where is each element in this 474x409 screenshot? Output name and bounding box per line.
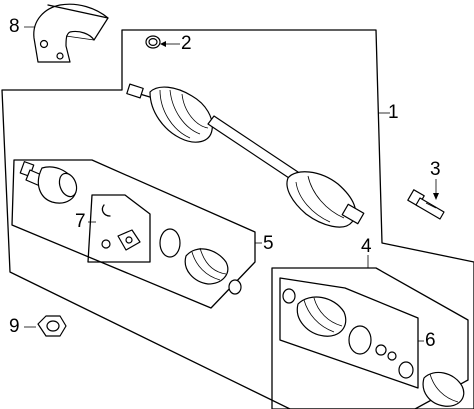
outer-joint-kit-icon [282,288,465,407]
callout-5: 5 [263,233,274,254]
callout-2: 2 [181,33,192,54]
leader-lines [24,26,439,342]
kit-box-7 [87,194,151,263]
callout-8: 8 [9,16,20,37]
kit-box-5 [11,159,256,309]
callout-3: 3 [430,159,441,180]
bolt-icon [407,189,445,220]
kit-box-6 [279,277,419,389]
axle-shaft-icon [126,83,365,228]
inner-joint-kit-icon [19,161,242,295]
kit-box-4 [271,267,469,409]
callout-1: 1 [388,102,399,123]
callout-4: 4 [361,236,372,257]
heat-shield-bracket-icon [33,3,109,63]
assembly-outline-1 [1,29,474,409]
axle-nut-icon [37,315,67,337]
callout-6: 6 [425,330,436,351]
seal-ring-icon [145,35,161,49]
callout-7: 7 [75,211,86,232]
callout-9: 9 [9,316,20,337]
